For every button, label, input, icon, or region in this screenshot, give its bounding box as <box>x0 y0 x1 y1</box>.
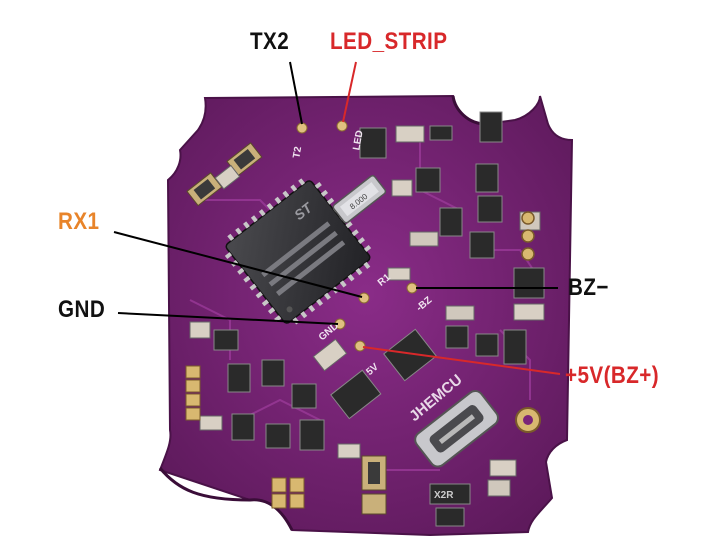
bottom-pads <box>271 477 305 509</box>
label-5v-bz-plus: +5V(BZ+) <box>565 362 660 389</box>
pad-bz-minus <box>406 282 418 294</box>
label-tx2: TX2 <box>250 28 290 55</box>
right-pads <box>521 211 535 261</box>
label-bz-minus: BZ− <box>568 274 609 301</box>
label-rx1: RX1 <box>58 208 100 235</box>
label-gnd: GND <box>58 296 106 323</box>
left-pads <box>185 365 201 421</box>
label-led-strip: LED_STRIP <box>330 28 448 55</box>
silk-part-code: X2R <box>434 490 454 501</box>
pad-rx1 <box>358 292 370 304</box>
leader-lines <box>113 61 561 375</box>
silk-led: LED <box>351 130 365 152</box>
usb-connector <box>414 389 499 468</box>
leader-gnd <box>117 312 339 325</box>
pad-5v <box>354 340 366 352</box>
smd-components <box>186 111 545 527</box>
crystal: 8.000 <box>332 174 387 224</box>
leader-tx2 <box>289 61 303 125</box>
leader-rx1 <box>113 231 363 298</box>
leader-5v <box>362 346 561 375</box>
leader-led-strip <box>342 61 357 123</box>
pad-led-strip <box>336 120 348 132</box>
silk-t2: T2 <box>291 145 304 159</box>
pad-tx2 <box>296 122 308 134</box>
